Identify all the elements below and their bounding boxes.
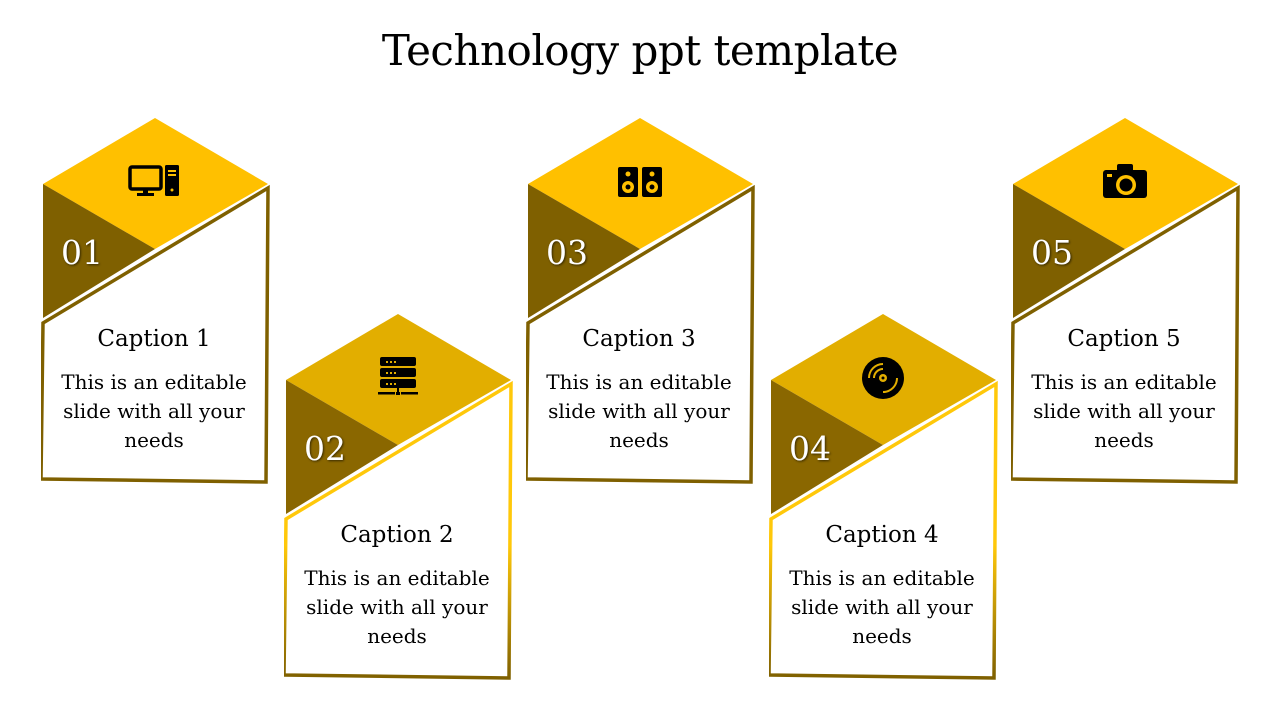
card-05: 05 Caption 5 This is an editable slide w… <box>1011 118 1243 488</box>
card-number-triangle <box>286 380 398 514</box>
card-shape <box>526 118 755 484</box>
card-02: 02 Caption 2 This is an editable slide w… <box>284 314 516 684</box>
card-shape <box>41 118 270 484</box>
speakers-icon <box>618 167 662 197</box>
slide-title: Technology ppt template <box>381 26 899 75</box>
card-shape <box>1011 118 1240 484</box>
card-number: 02 <box>304 429 346 468</box>
card-caption: Caption 1 <box>97 326 211 352</box>
card-text: This is an editable slide with all your … <box>304 566 490 648</box>
card-shape <box>284 314 513 680</box>
card-text: This is an editable slide with all your … <box>789 566 975 648</box>
card-shape <box>769 314 998 680</box>
card-caption: Caption 2 <box>340 522 454 548</box>
card-text: This is an editable slide with all your … <box>61 370 247 452</box>
desktop-computer-icon <box>128 165 179 196</box>
card-number: 05 <box>1031 233 1073 272</box>
card-number: 04 <box>789 429 831 468</box>
card-outline <box>769 380 998 680</box>
card-04: 04 Caption 4 This is an editable slide w… <box>769 314 1001 684</box>
vinyl-disc-icon <box>862 357 904 399</box>
camera-icon <box>1103 164 1147 198</box>
card-caption: Caption 5 <box>1067 326 1181 352</box>
card-outline <box>1011 184 1240 484</box>
card-number-triangle <box>771 380 883 514</box>
card-01: 01 Caption 1 This is an editable slide w… <box>41 118 273 488</box>
server-icon <box>378 357 418 395</box>
card-number-triangle <box>528 184 640 318</box>
card-caption: Caption 4 <box>825 522 939 548</box>
card-03: 03 Caption 3 This is an editable slide w… <box>526 118 758 488</box>
card-text: This is an editable slide with all your … <box>546 370 732 452</box>
card-caption: Caption 3 <box>582 326 696 352</box>
card-outline <box>526 184 755 484</box>
card-number: 03 <box>546 233 588 272</box>
card-top-diamond <box>43 118 268 249</box>
card-number-triangle <box>1013 184 1125 318</box>
card-number-triangle <box>43 184 155 318</box>
card-top-diamond <box>528 118 753 249</box>
card-number: 01 <box>61 233 103 272</box>
card-outline <box>284 380 513 680</box>
card-text: This is an editable slide with all your … <box>1031 370 1217 452</box>
card-outline <box>41 184 270 484</box>
